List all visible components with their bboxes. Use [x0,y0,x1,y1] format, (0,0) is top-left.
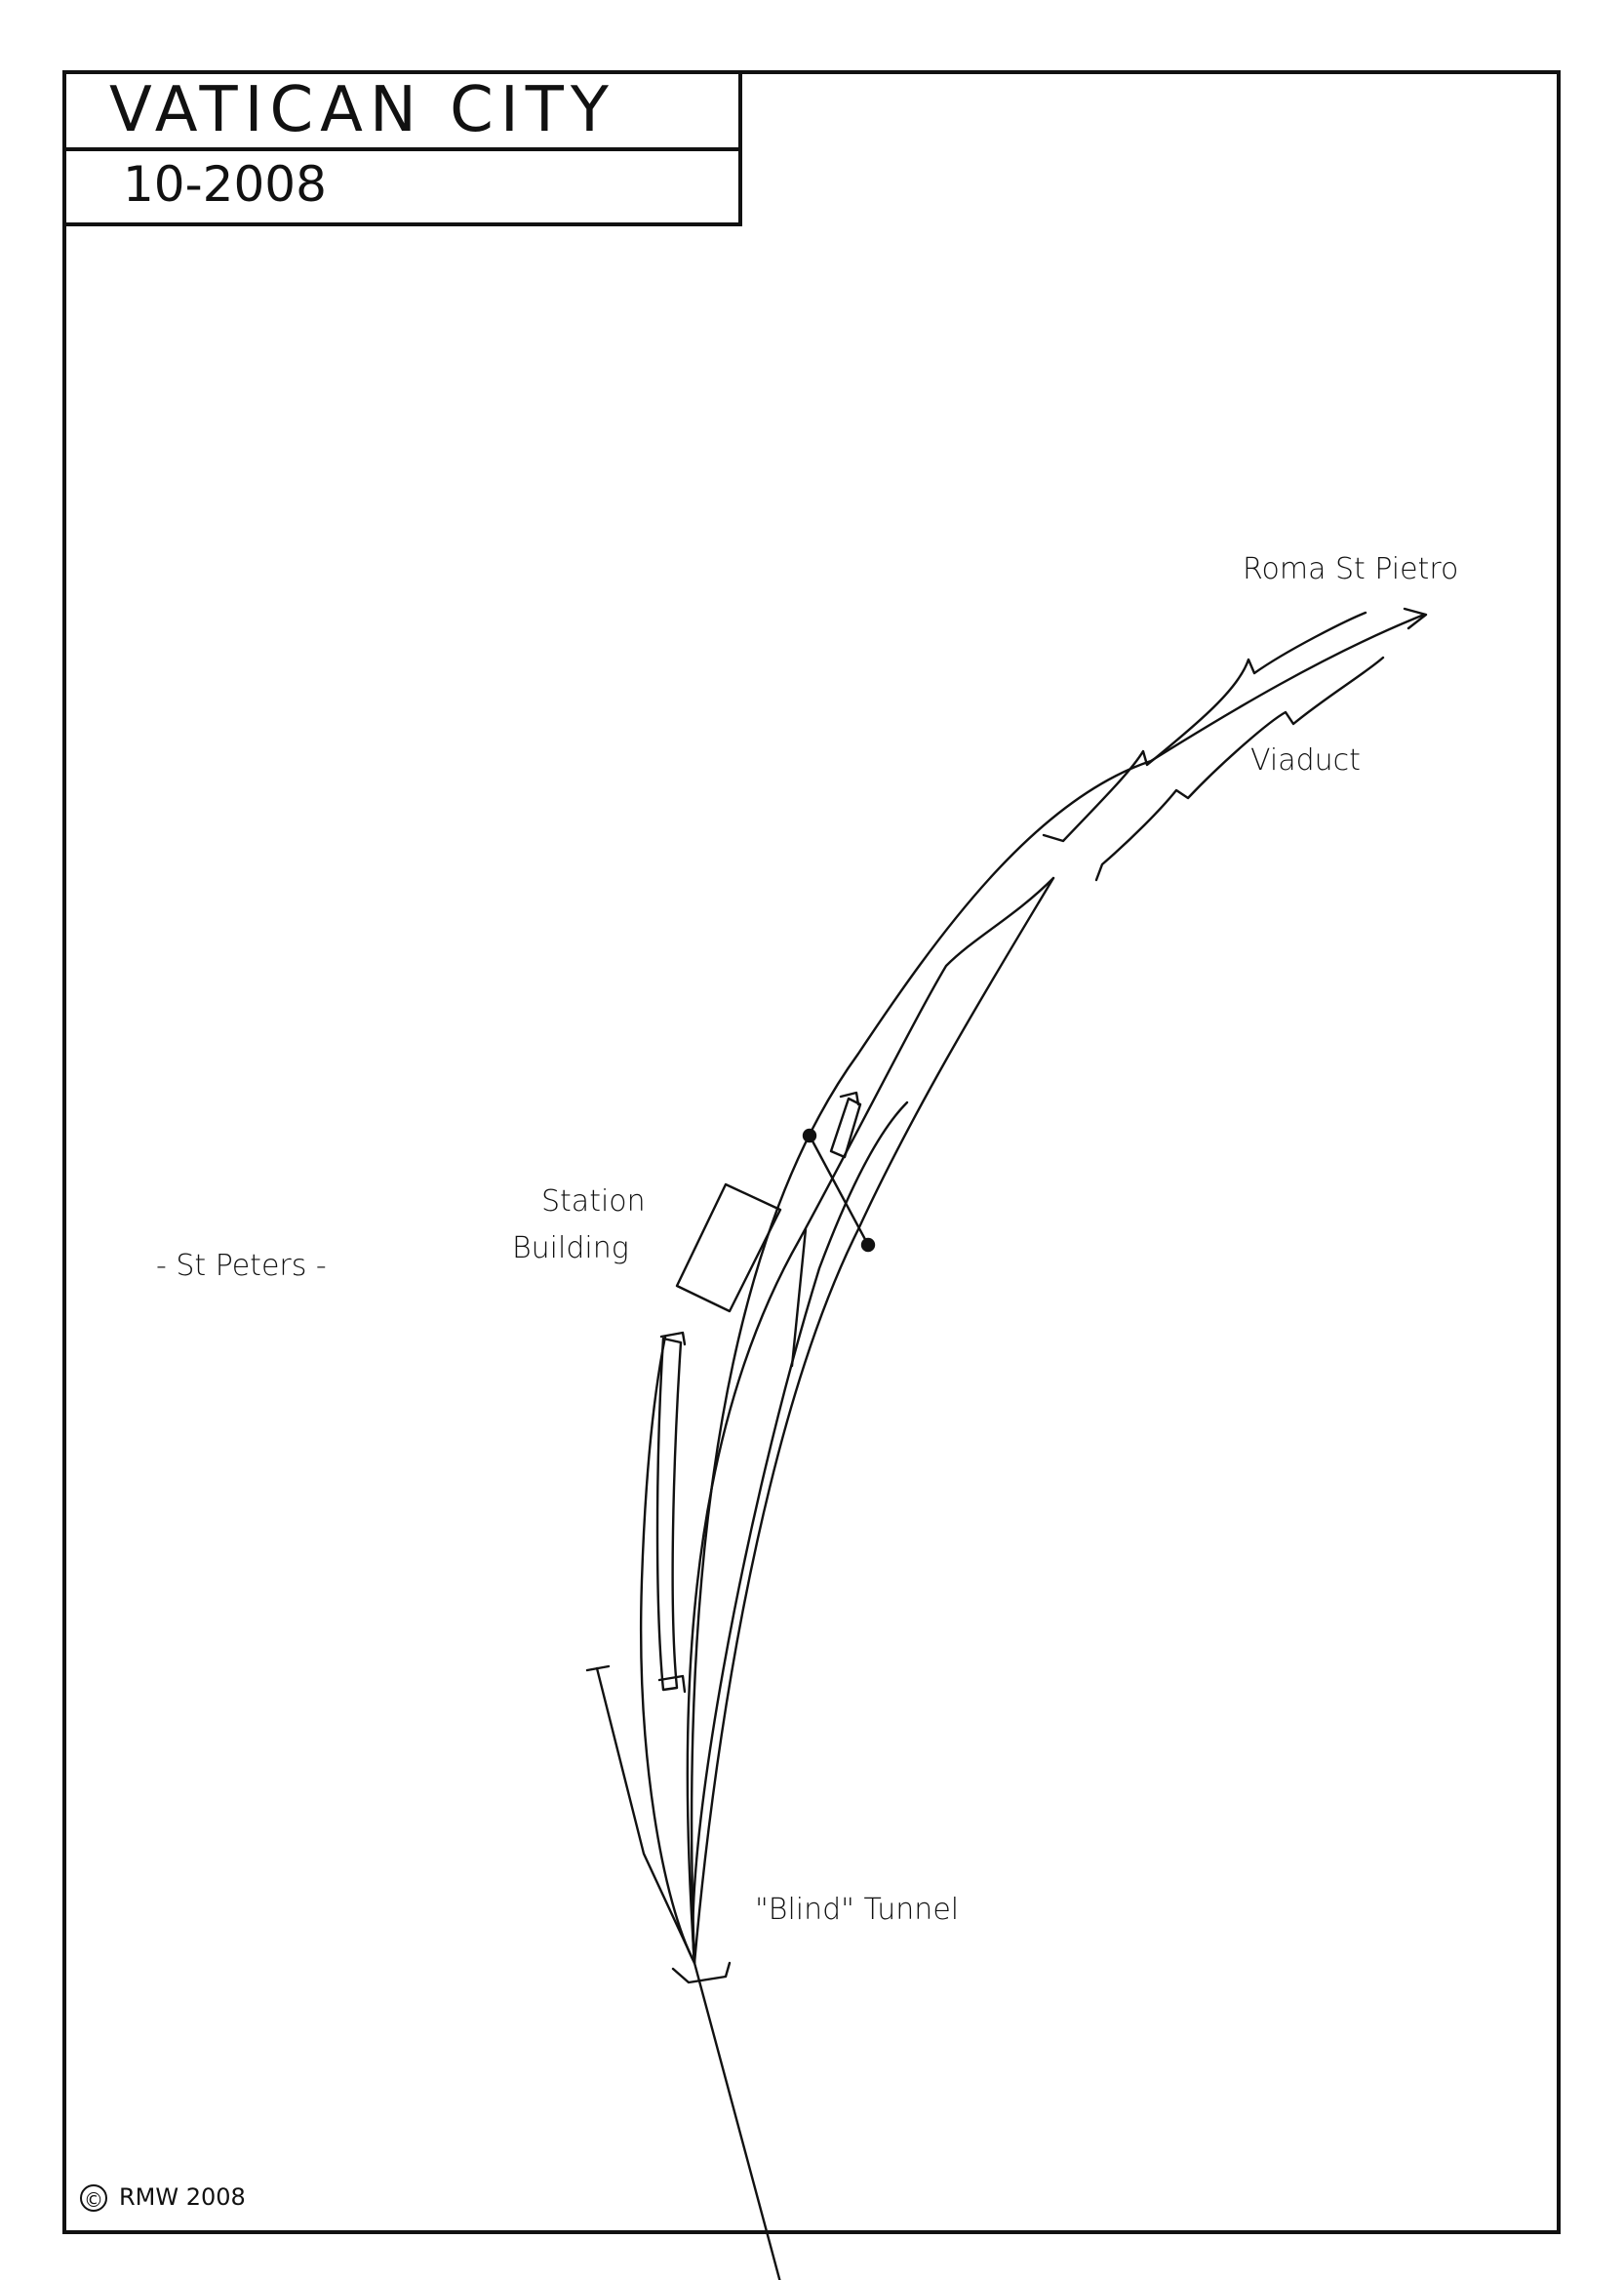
page-border [62,70,1561,2234]
signal-head-bottom [860,1237,876,1253]
label-st-peters: - St Peters - [156,1249,327,1283]
map-title: VATICAN CITY [109,74,615,146]
headshunt-track [595,1666,696,1965]
copyright-icon: © [80,2184,107,2212]
main-line-track [690,613,1426,1965]
label-roma-st-pietro: Roma St Pietro [1243,552,1459,586]
left-loop-track [686,876,1055,1965]
map-date: 10-2008 [123,156,327,213]
viaduct-parapet-upper [1042,611,1367,843]
station-platform [829,1097,862,1159]
label-viaduct: Viaduct [1250,743,1361,778]
tunnel-track [693,1961,781,2280]
label-station-line2: Building [512,1231,629,1265]
siding-end-buffer [657,1674,687,1694]
date-box [62,147,742,226]
station-platform-buffer [839,1091,860,1106]
signal-post [808,1134,870,1247]
siding-buffer [659,1331,687,1346]
copyright-note: © RMW 2008 [80,2183,246,2212]
label-station-line1: Station [541,1184,646,1219]
left-branch-track [692,1100,909,1965]
siding-track [639,1335,696,1965]
viaduct-parapet-lower [1094,656,1385,882]
siding-platform [655,1337,683,1692]
tunnel-portal [671,1961,732,1984]
label-blind-tunnel: "Blind" Tunnel [755,1893,960,1927]
station-building [675,1182,782,1313]
crossover-track [790,1227,808,1368]
signal-head-top [802,1128,817,1143]
loop-track [693,876,1055,1965]
headshunt-buffer [585,1664,611,1672]
copyright-text: RMW 2008 [119,2183,246,2211]
direction-arrow-icon [1403,607,1428,630]
